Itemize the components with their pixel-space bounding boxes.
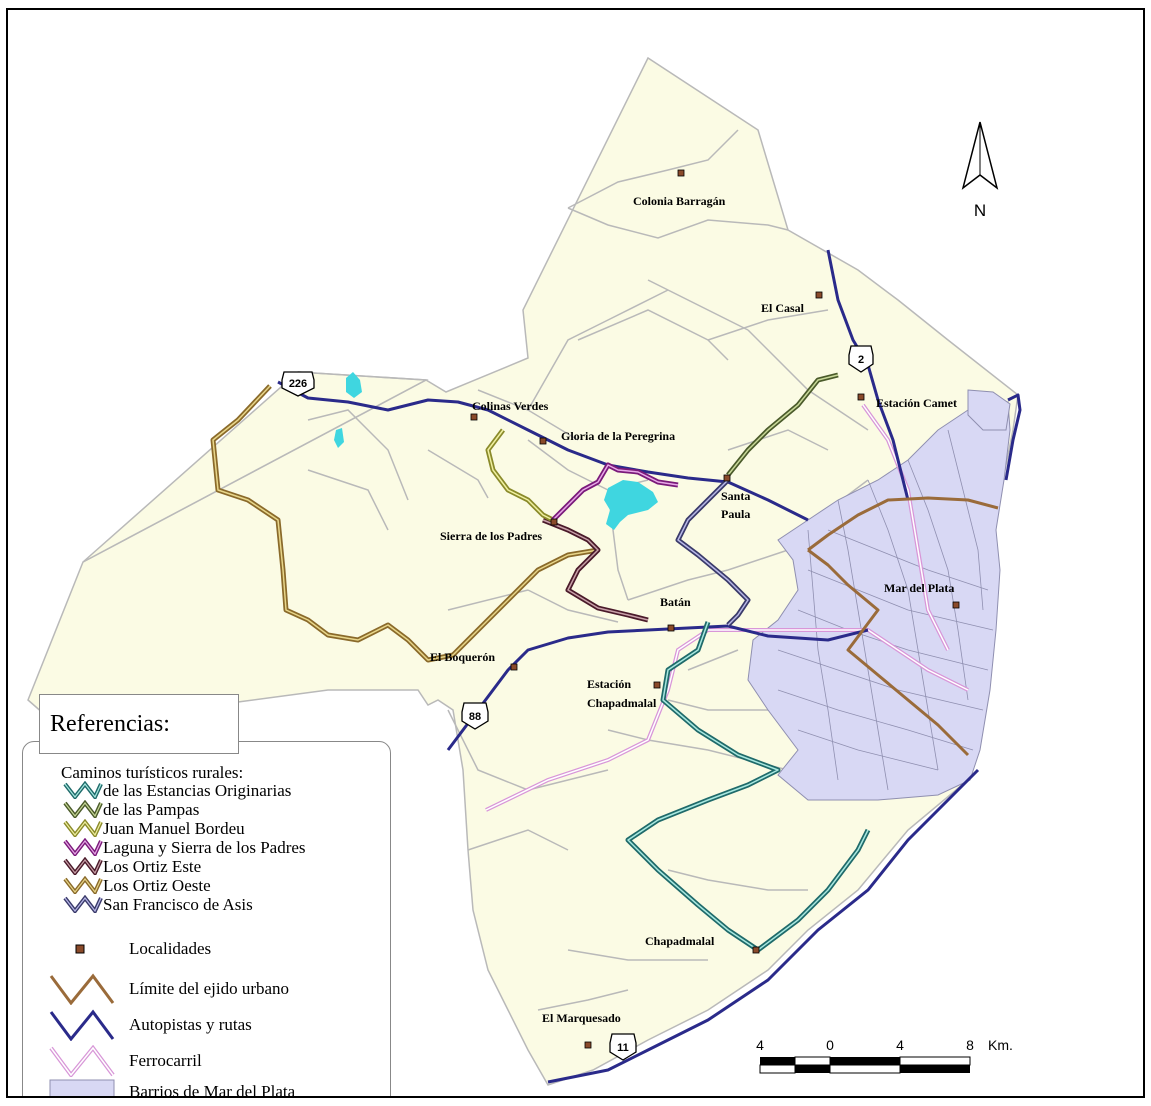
legend-ferrocarril: Ferrocarril (49, 1044, 202, 1078)
route-ortiz-oeste-symbol (63, 876, 103, 894)
label-el-boqueron: El Boquerón (430, 650, 495, 664)
route-pampas (726, 372, 839, 477)
legend-route-label: Los Ortiz Oeste (103, 875, 211, 895)
legend-route-bordeu: Juan Manuel Bordeu (63, 818, 245, 838)
locality-el-boqueron (510, 663, 518, 671)
label-sierra-padres: Sierra de los Padres (440, 529, 542, 543)
locality-estacion-camet (857, 393, 865, 401)
label-estacion-chapadmalal-2: Chapadmalal (587, 696, 657, 710)
scale-tick-0: 4 (756, 1037, 764, 1053)
svg-text:226: 226 (289, 378, 307, 390)
label-el-marquesado: El Marquesado (542, 1011, 621, 1025)
map-canvas: Colonia Barragán El Casal Estación Camet… (27, 56, 1022, 1086)
legend-limite: Límite del ejido urbano (49, 972, 289, 1006)
barrios-grid (777, 429, 994, 791)
route-bordeu (485, 428, 555, 523)
localities (470, 169, 960, 1049)
route-san-francisco-symbol (63, 895, 103, 913)
map-frame: Colonia Barragán El Casal Estación Camet… (6, 8, 1145, 1098)
route-shields: 226 2 88 11 (281, 345, 874, 1061)
shield-2: 2 (848, 345, 874, 373)
shield-88: 88 (461, 702, 489, 730)
scale-tick-2: 4 (896, 1037, 904, 1053)
scale-unit: Km. (988, 1037, 1013, 1053)
route-estancias (625, 621, 871, 953)
route-bordeu-symbol (63, 819, 103, 837)
scale-bar: 4 0 4 8 Km. (756, 1037, 1013, 1074)
locality-el-marquesado (584, 1041, 592, 1049)
label-el-casal: El Casal (761, 301, 805, 315)
route-ortiz-oeste (210, 384, 599, 663)
scale-tick-1: 0 (826, 1037, 834, 1053)
route-ortiz-este-symbol (63, 857, 103, 875)
locality-chapadmalal (752, 946, 760, 954)
label-santa-paula-2: Paula (721, 507, 750, 521)
scale-tick-3: 8 (966, 1037, 974, 1053)
place-labels: Colonia Barragán El Casal Estación Camet… (430, 194, 957, 1025)
north-letter: N (974, 201, 986, 220)
svg-text:11: 11 (617, 1042, 629, 1054)
label-estacion-chapadmalal-1: Estación (587, 677, 631, 691)
route-ortiz-este (542, 517, 649, 623)
label-colonia-barragan: Colonia Barragán (633, 194, 726, 208)
svg-text:2: 2 (858, 354, 864, 366)
route-san-francisco (675, 478, 751, 627)
lagoon-small-2 (334, 428, 344, 448)
legend-route-label: de las Estancias Originarias (103, 780, 292, 800)
legend-autopistas: Autopistas y rutas (49, 1008, 252, 1042)
svg-text:88: 88 (469, 711, 481, 723)
label-estacion-camet: Estación Camet (876, 396, 957, 410)
locality-colinas-verdes (470, 413, 478, 421)
legend-route-label: Laguna y Sierra de los Padres (103, 837, 306, 857)
label-santa-paula-1: Santa (721, 489, 750, 503)
locality-gloria-peregrina (539, 437, 547, 445)
railway-symbol (49, 1045, 115, 1077)
legend-localidades: Localidades (49, 932, 211, 966)
locality-estacion-chapadmalal (653, 681, 661, 689)
locality-batan (667, 624, 675, 632)
legend-route-label: San Francisco de Asis (103, 894, 253, 914)
locality-symbol (75, 944, 85, 954)
urban-limit-line (807, 496, 999, 757)
locality-santa-paula (723, 474, 731, 482)
legend-route-estancias: de las Estancias Originarias (63, 780, 291, 800)
shield-11: 11 (609, 1033, 637, 1061)
legend-route-pampas: de las Pampas (63, 799, 199, 819)
legend-route-ortiz-oeste: Los Ortiz Oeste (63, 875, 211, 895)
route-laguna (551, 462, 679, 522)
legend-title: Referencias: (39, 694, 239, 754)
legend-barrios: Barrios de Mar del Plata (49, 1075, 295, 1096)
route-estancias-symbol (63, 781, 103, 799)
railway-lines (485, 403, 969, 812)
north-arrow: N (961, 121, 999, 220)
locality-mar-del-plata (952, 601, 960, 609)
barrios-north-strip (967, 389, 1011, 431)
route-laguna-symbol (63, 838, 103, 856)
legend-route-label: de las Pampas (103, 799, 200, 819)
lagoon-small-1 (346, 372, 362, 398)
locality-colonia-barragan (677, 169, 685, 177)
legend-route-san-francisco: San Francisco de Asis (63, 894, 253, 914)
route-pampas-symbol (63, 800, 103, 818)
legend-route-laguna: Laguna y Sierra de los Padres (63, 837, 306, 857)
barrios-symbol (49, 1079, 115, 1096)
legend-route-label: Los Ortiz Este (103, 856, 202, 876)
urban-limit-symbol (49, 973, 115, 1005)
label-colinas-verdes: Colinas Verdes (472, 399, 549, 413)
locality-el-casal (815, 291, 823, 299)
label-chapadmalal: Chapadmalal (645, 934, 715, 948)
legend-route-ortiz-este: Los Ortiz Este (63, 856, 201, 876)
legend-routes-heading: Caminos turísticos rurales: (61, 763, 244, 782)
label-batan: Batán (660, 595, 691, 609)
locality-sierra-padres (550, 518, 558, 526)
legend-route-label: Juan Manuel Bordeu (103, 818, 245, 838)
lagoon-main (604, 480, 658, 530)
label-gloria-peregrina: Gloria de la Peregrina (561, 429, 675, 443)
label-mar-del-plata: Mar del Plata (884, 581, 954, 595)
partido-land (27, 56, 1019, 1086)
legend-panel: Caminos turísticos rurales: de las Estan… (22, 741, 391, 1096)
shield-226: 226 (281, 371, 315, 397)
highway-symbol (49, 1009, 115, 1041)
